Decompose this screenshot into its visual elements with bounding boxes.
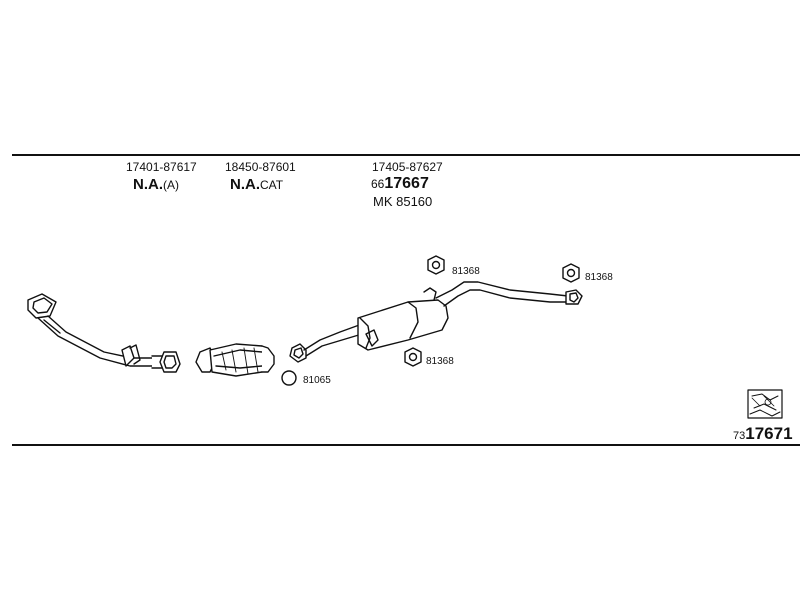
rubber-mount-lower-drawing bbox=[404, 347, 422, 367]
catalytic-converter-drawing bbox=[195, 343, 275, 377]
front-pipe-availability-suffix: (A) bbox=[163, 178, 179, 192]
muffler-mk-code: MK 85160 bbox=[373, 194, 433, 209]
bottom-rule bbox=[12, 444, 800, 446]
ring-gasket-drawing bbox=[281, 370, 297, 386]
part-number-front-pipe: 17401-87617 bbox=[126, 160, 197, 174]
front-pipe-availability: N.A.(A) bbox=[133, 176, 179, 193]
callout-81368-upper-right: 81368 bbox=[585, 272, 613, 283]
catalyst-availability: N.A.CAT bbox=[230, 176, 283, 193]
part-number-muffler: 17405-87627 bbox=[372, 160, 443, 174]
catalyst-availability-main: N.A. bbox=[230, 176, 260, 193]
diagram-reference-main: 17671 bbox=[745, 424, 793, 443]
catalyst-availability-suffix: CAT bbox=[260, 178, 284, 192]
muffler-code: 6617667 bbox=[371, 175, 429, 193]
rubber-mount-upper-right-drawing bbox=[562, 263, 580, 283]
muffler-code-main: 17667 bbox=[384, 175, 429, 192]
top-rule bbox=[12, 154, 800, 156]
rubber-mount-upper-left-drawing bbox=[427, 255, 445, 275]
part-number-catalyst: 18450-87601 bbox=[225, 160, 296, 174]
front-pipe-availability-main: N.A. bbox=[133, 176, 163, 193]
muffler-drawing bbox=[289, 281, 583, 363]
diagram-reference-prefix: 73 bbox=[733, 430, 746, 442]
callout-81368-lower: 81368 bbox=[426, 356, 454, 367]
diagram-reference-number: 7317671 bbox=[733, 424, 793, 444]
front-pipe-drawing bbox=[27, 293, 181, 373]
callout-81368-upper-left: 81368 bbox=[452, 266, 480, 277]
diagram-reference-icon bbox=[747, 389, 783, 419]
callout-81065-ring: 81065 bbox=[303, 375, 331, 386]
muffler-code-prefix: 66 bbox=[371, 177, 385, 191]
